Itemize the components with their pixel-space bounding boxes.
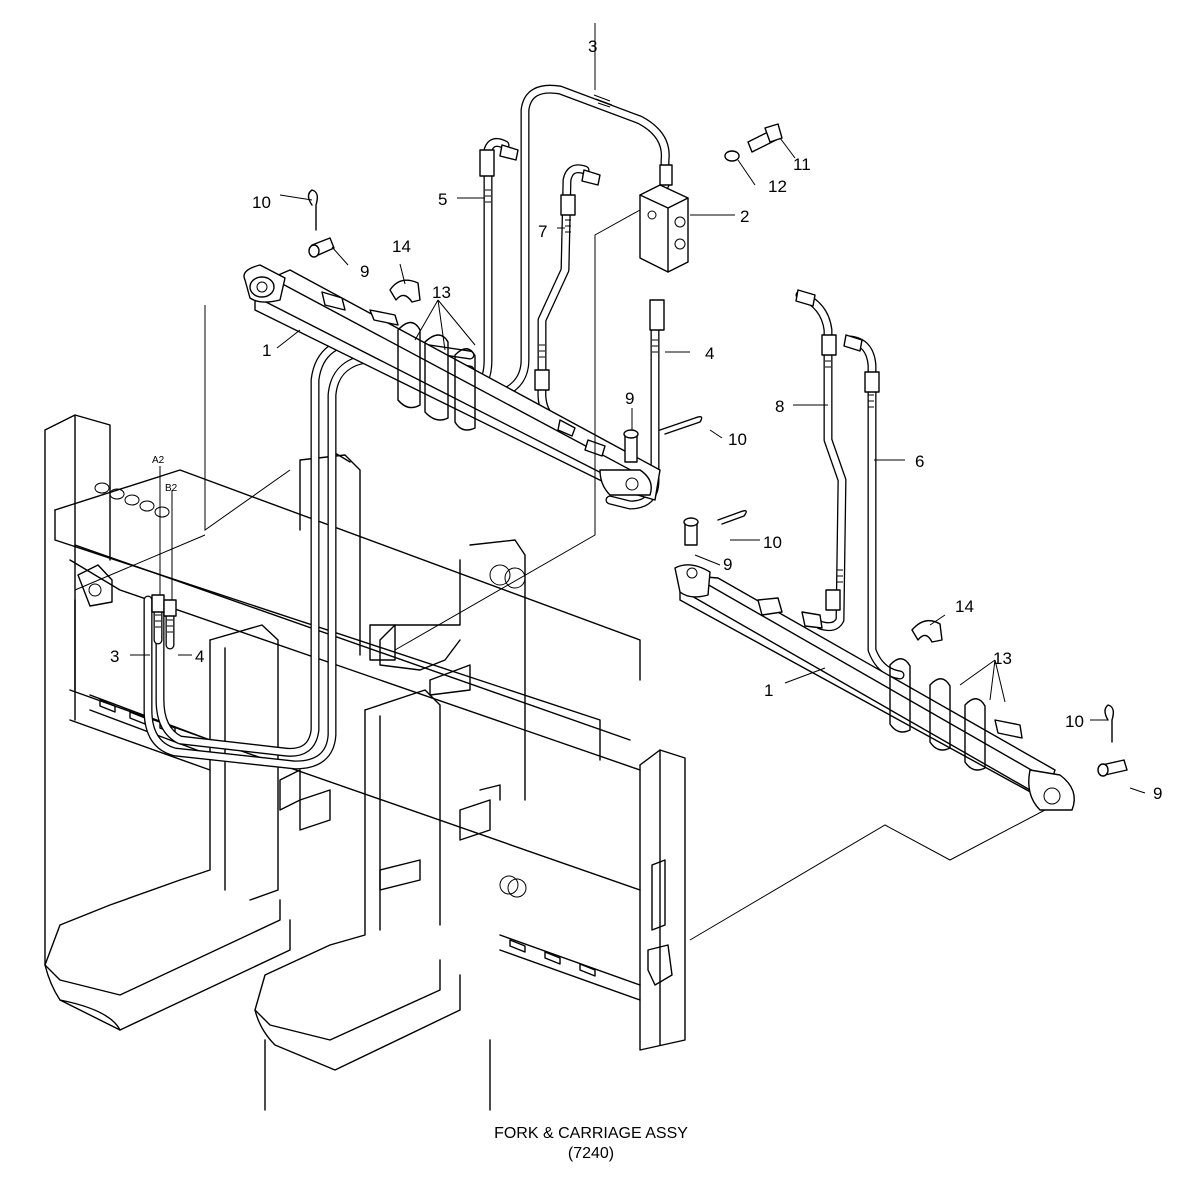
callout-10-left: 10 bbox=[252, 193, 271, 212]
bolt-11 bbox=[747, 123, 783, 153]
washer-12 bbox=[724, 150, 740, 162]
left-fork bbox=[44, 624, 291, 1031]
callout-labels: 1 1 2 3 3 4 4 5 6 7 8 9 9 9 9 10 10 10 1… bbox=[110, 37, 1162, 803]
callout-14-right: 14 bbox=[955, 597, 974, 616]
port-label-a2: A2 bbox=[152, 455, 165, 466]
callout-10-right: 10 bbox=[763, 533, 782, 552]
callout-9-far: 9 bbox=[1153, 784, 1162, 803]
callout-12: 12 bbox=[768, 177, 787, 196]
callout-14-left: 14 bbox=[392, 237, 411, 256]
right-clamps bbox=[889, 658, 986, 771]
callout-7: 7 bbox=[538, 222, 547, 241]
callout-11: 11 bbox=[793, 155, 811, 174]
callout-3-bottom: 3 bbox=[110, 647, 119, 666]
carriage-frame bbox=[44, 414, 686, 1111]
callout-9-mid: 9 bbox=[625, 389, 634, 408]
port-label-b2: B2 bbox=[165, 483, 178, 494]
callout-1-right: 1 bbox=[764, 681, 773, 700]
callout-13-right: 13 bbox=[993, 649, 1012, 668]
callout-13-left: 13 bbox=[432, 283, 451, 302]
callout-1-left: 1 bbox=[262, 341, 271, 360]
callout-10-far: 10 bbox=[1065, 712, 1084, 731]
left-cylinder bbox=[243, 264, 661, 501]
right-cylinder bbox=[674, 564, 1075, 811]
callout-9-left: 9 bbox=[360, 262, 369, 281]
callout-4-right: 4 bbox=[705, 344, 714, 363]
callout-5: 5 bbox=[438, 190, 447, 209]
callout-8: 8 bbox=[775, 397, 784, 416]
callout-6: 6 bbox=[915, 452, 924, 471]
callout-2: 2 bbox=[740, 207, 749, 226]
diagram-caption-code: (7240) bbox=[567, 1145, 615, 1162]
valve-block bbox=[639, 164, 689, 331]
right-fork bbox=[254, 689, 491, 1111]
callout-4-bottom: 4 bbox=[195, 647, 204, 666]
callout-9-right: 9 bbox=[723, 555, 732, 574]
left-hose-clamp-14 bbox=[389, 279, 421, 303]
carriage-bolts bbox=[94, 482, 170, 518]
diagram-caption-title: FORK & CARRIAGE ASSY bbox=[494, 1125, 688, 1142]
right-hose-clamp-14 bbox=[911, 619, 943, 643]
callout-3-top: 3 bbox=[588, 37, 597, 56]
callout-10-mid: 10 bbox=[728, 430, 747, 449]
pins bbox=[308, 237, 1128, 777]
hose-fittings bbox=[151, 144, 880, 617]
leader-lines bbox=[74, 23, 1146, 941]
left-clamps bbox=[397, 321, 476, 431]
